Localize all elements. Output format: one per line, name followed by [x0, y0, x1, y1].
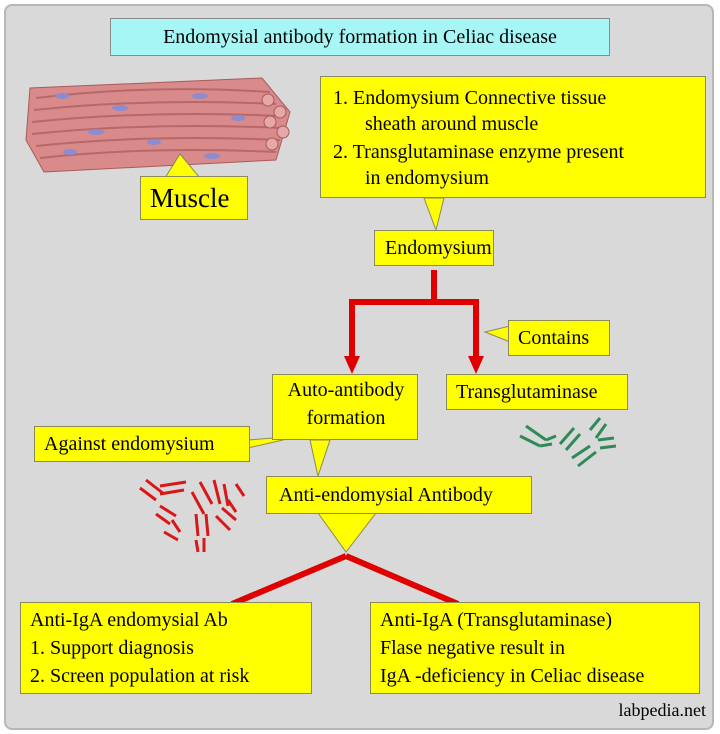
contains-box: Contains: [508, 320, 610, 356]
anti-iga-endomysial-line-2: 1. Support diagnosis: [30, 637, 194, 659]
info-line-1: 1. Endomysium Connective tissue: [333, 87, 607, 109]
auto-antibody-line-1: Auto-antibody: [287, 379, 405, 401]
endomysium-info-box: 1. Endomysium Connective tissue sheath a…: [320, 76, 706, 198]
anti-iga-ttg-line-3: IgA -deficiency in Celiac disease: [380, 665, 645, 687]
transglutaminase-box: Transglutaminase: [446, 374, 628, 410]
anti-iga-ttg-line-1: Anti-IgA (Transglutaminase): [380, 609, 613, 631]
arrowhead-left: [344, 356, 360, 374]
anti-endomysial-antibody-box: Anti-endomysial Antibody: [266, 476, 532, 514]
anti-iga-endomysial-line-3: 2. Screen population at risk: [30, 665, 250, 687]
transglutaminase-glyphs: [519, 417, 617, 468]
anti-endomysial-antibody-label: Anti-endomysial Antibody: [279, 484, 493, 506]
against-endomysium-label: Against endomysium: [44, 433, 215, 455]
contains-label: Contains: [518, 327, 590, 349]
info-callout-pointer: [423, 197, 445, 232]
muscle-label: Muscle: [150, 183, 230, 213]
transglutaminase-label: Transglutaminase: [456, 381, 598, 403]
auto-antibody-line-2: formation: [306, 407, 386, 429]
muscle-label-box: Muscle: [140, 176, 248, 220]
source-watermark: labpedia.net: [618, 700, 706, 720]
anti-endomysial-glyphs: [139, 478, 246, 553]
against-endomysium-box: Against endomysium: [34, 426, 250, 462]
contains-callout-pointer: [483, 325, 511, 343]
anti-iga-endomysial-line-1: Anti-IgA endomysial Ab: [30, 609, 228, 631]
red-connectors: [230, 270, 479, 607]
info-line-4: in endomysium: [365, 167, 489, 189]
diagram-title: Endomysial antibody formation in Celiac …: [110, 18, 610, 56]
anti-iga-endomysial-box: Anti-IgA endomysial Ab 1. Support diagno…: [20, 602, 312, 694]
endomysium-label: Endomysium: [385, 237, 492, 259]
auto-antibody-box: Auto-antibody formation: [272, 374, 418, 440]
anti-iga-ttg-line-2: Flase negative result in: [380, 637, 565, 659]
muscle-illustration: [25, 77, 291, 173]
endomysium-box: Endomysium: [374, 230, 494, 266]
arrowhead-right: [468, 356, 484, 374]
auto-antibody-callout-pointer: [309, 439, 331, 478]
anti-iga-ttg-box: Anti-IgA (Transglutaminase) Flase negati…: [370, 602, 700, 694]
antibody-callout-pointer: [317, 512, 378, 553]
info-line-3: 2. Transglutaminase enzyme present: [333, 141, 625, 163]
info-line-2: sheath around muscle: [365, 113, 539, 135]
